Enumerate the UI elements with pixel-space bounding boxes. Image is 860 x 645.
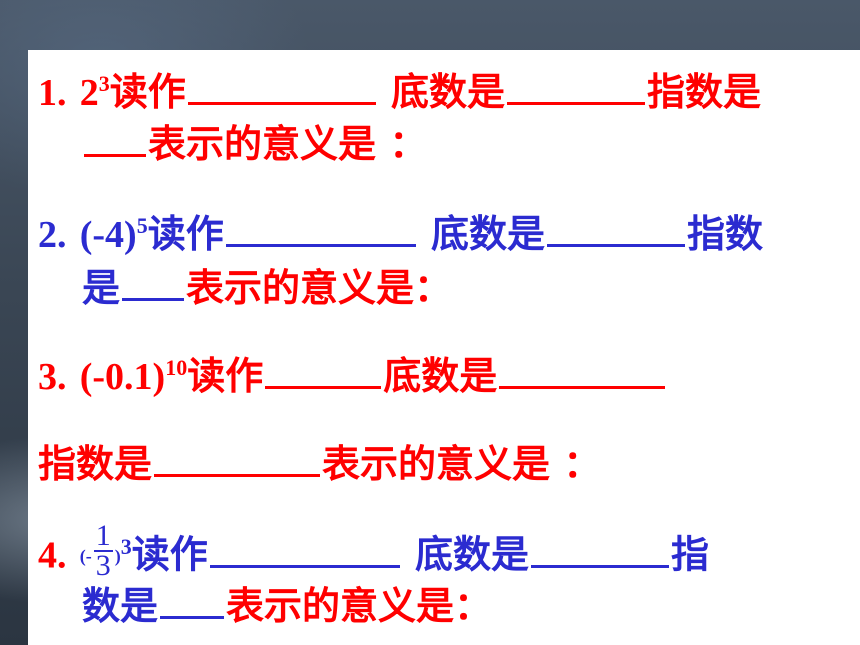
q1-number: 1.	[38, 72, 67, 114]
q1-base-blank[interactable]	[507, 68, 645, 105]
q3-number: 3.	[38, 356, 67, 398]
q4-base-blank[interactable]	[531, 531, 669, 568]
q4-exp-is-part2: 数是	[82, 584, 159, 628]
q2-base-is: 底数是	[430, 212, 545, 256]
q2-line2: 是 表示的意义是：	[82, 264, 452, 310]
q4-colon: ：	[454, 584, 493, 628]
q4-frac-numerator: 1	[93, 519, 113, 552]
q4-frac-denominator: 3	[95, 549, 111, 582]
q1-colon: ：	[389, 122, 428, 166]
q2-number: 2.	[38, 214, 67, 256]
q4-exp-is-part1: 指	[671, 532, 710, 577]
q3-line1: 3. (-0.1)10读作 底数是	[38, 352, 667, 404]
q3-line2: 指数是 表示的意义是 ：	[38, 440, 601, 486]
q1-exponent: 3	[98, 71, 110, 96]
q1-line1: 1. 23读作 底数是 指数是	[38, 68, 761, 120]
q3-exp-blank[interactable]	[154, 440, 321, 477]
q2-expr: (-4)	[79, 214, 137, 256]
q1-exp-is: 指数是	[647, 70, 762, 114]
content-panel: 1. 23读作 底数是指数是 表示的意义是 ： 2. (-4)5读作 底数是指数…	[28, 50, 860, 645]
q2-exponent: 5	[136, 213, 148, 238]
q4-exp-blank[interactable]	[160, 582, 225, 619]
q2-colon: ：	[414, 266, 453, 310]
q1-base-is: 底数是	[390, 70, 505, 114]
q3-read-blank[interactable]	[265, 352, 382, 389]
q3-expr: (-0.1)	[79, 356, 166, 398]
q2-read-blank[interactable]	[225, 210, 416, 247]
q4-close-paren: )	[114, 545, 121, 566]
q3-colon: ：	[563, 442, 602, 486]
q2-read-as: 读作	[147, 212, 224, 256]
q3-base-blank[interactable]	[499, 352, 666, 389]
q1-read-blank[interactable]	[187, 68, 376, 105]
q4-meaning: 表示的意义是	[226, 584, 455, 628]
q2-base-blank[interactable]	[546, 210, 685, 247]
q4-exponent: 3	[120, 533, 132, 559]
q2-exp-is-part2: 是	[82, 266, 121, 310]
q3-exp-is: 指数是	[38, 442, 153, 486]
q1-meaning: 表示的意义是	[148, 122, 377, 166]
q4-base-is: 底数是	[414, 532, 529, 577]
q3-base-is: 底数是	[383, 354, 498, 398]
q2-exp-blank[interactable]	[122, 264, 185, 301]
q3-read-as: 读作	[187, 354, 264, 398]
q3-meaning: 表示的意义是	[322, 442, 551, 486]
q1-line2: 表示的意义是 ：	[82, 120, 427, 166]
q4-line2: 数是 表示的意义是：	[82, 582, 492, 628]
q1-read-as: 读作	[109, 70, 186, 114]
q4-number: 4.	[38, 534, 67, 577]
q4-read-blank[interactable]	[209, 531, 400, 568]
q1-exp-blank[interactable]	[84, 120, 146, 157]
q4-open-paren: (-	[79, 545, 92, 566]
q3-exponent: 10	[165, 355, 188, 380]
q1-base: 2	[79, 72, 99, 114]
q2-line1: 2. (-4)5读作 底数是 指数	[38, 210, 763, 262]
q4-read-as: 读作	[131, 532, 208, 577]
q2-exp-is-part1: 指数	[686, 212, 763, 256]
q2-meaning: 表示的意义是	[186, 266, 415, 310]
